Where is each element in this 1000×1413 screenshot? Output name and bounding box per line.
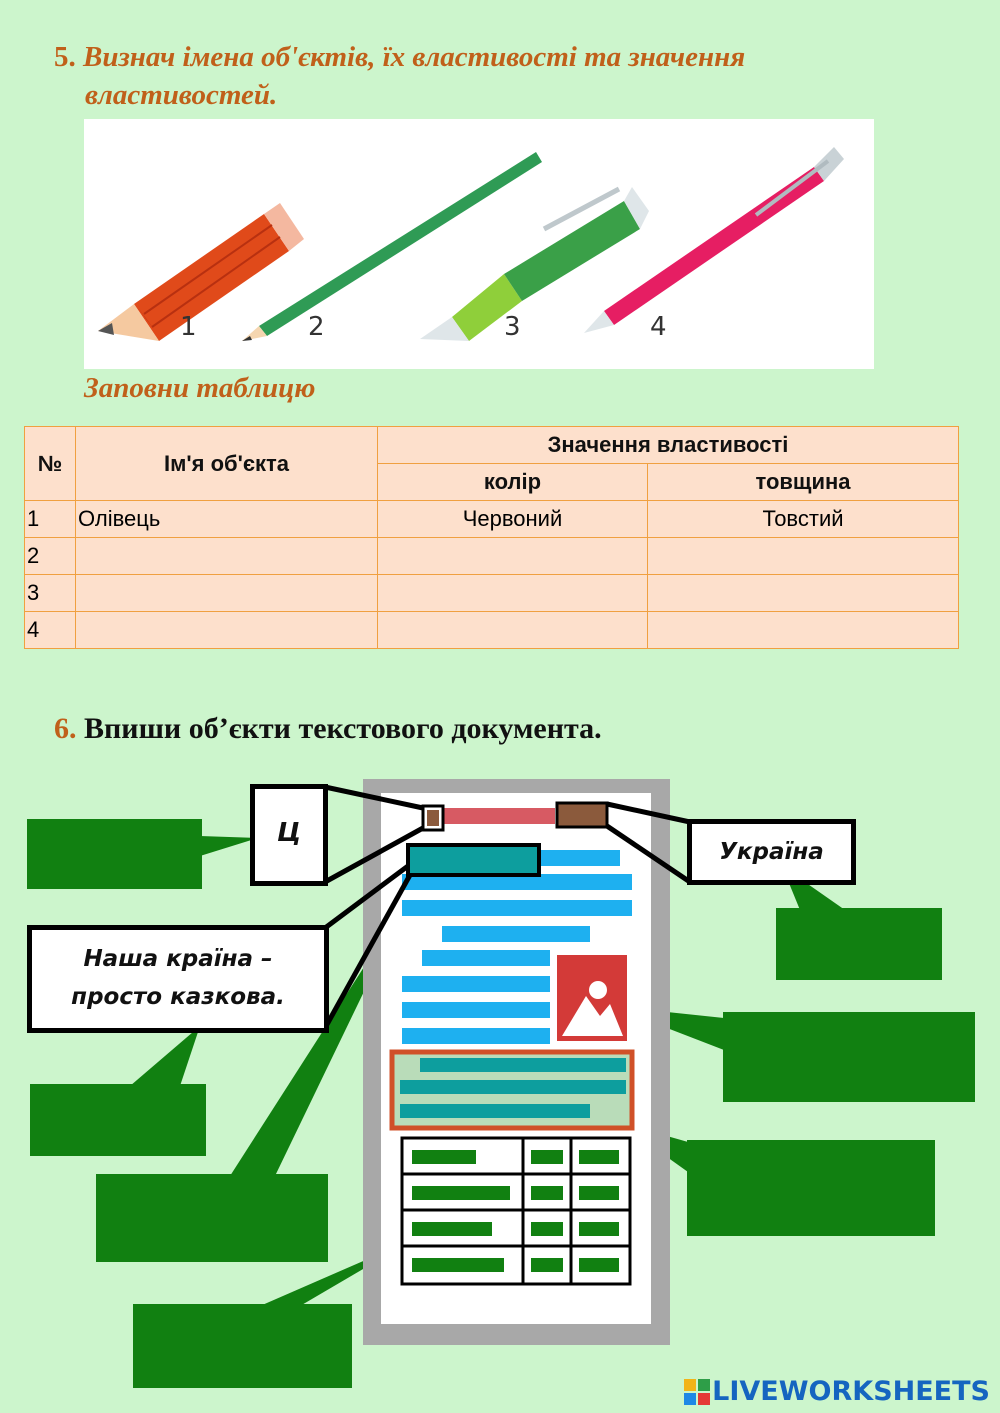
- document-table: [400, 1136, 632, 1286]
- row-color[interactable]: Червоний: [377, 500, 648, 538]
- row-num: 1: [24, 500, 76, 538]
- row-thickness[interactable]: Товстий: [647, 500, 959, 538]
- row-num: 3: [24, 574, 76, 612]
- col-thickness-header: товщина: [647, 463, 959, 501]
- answer-box-word[interactable]: [776, 908, 942, 980]
- answer-box-symbol[interactable]: [27, 819, 202, 889]
- col-num-header: №: [24, 426, 76, 501]
- callout-word: Україна: [687, 819, 856, 885]
- green-pen-icon: [420, 186, 649, 341]
- callout-sentence: Наша країна – просто казкова.: [27, 925, 329, 1033]
- row-num: 4: [24, 611, 76, 649]
- task5-heading: 5. Визнач імена об'єктів, їх властивості…: [54, 38, 914, 114]
- row-color[interactable]: [377, 611, 648, 649]
- pink-pen-icon: [584, 147, 844, 333]
- task5-number: 5.: [54, 41, 76, 73]
- callout-letter-text: Ц: [276, 818, 302, 848]
- callout-sentence-line2: просто казкова.: [71, 984, 285, 1010]
- picture-icon: [557, 955, 627, 1041]
- col-values-header: Значення властивості: [377, 426, 959, 464]
- brand-name: LIVEWORKSHEETS: [712, 1376, 990, 1407]
- answer-box-line[interactable]: [96, 1174, 328, 1262]
- item-number-4: 4: [650, 312, 667, 342]
- liveworksheets-logo-icon: [684, 1378, 711, 1405]
- row-name[interactable]: [75, 611, 378, 649]
- row-thickness[interactable]: [647, 611, 959, 649]
- green-pencil-icon: [242, 152, 542, 341]
- task6-number: 6.: [54, 712, 77, 745]
- table-row: 4: [24, 611, 959, 649]
- col-color-header: колір: [377, 463, 648, 501]
- table-row: 1 Олівець Червоний Товстий: [24, 500, 959, 538]
- fill-table-instruction: Заповни таблицю: [84, 372, 316, 404]
- properties-table: № Ім'я об'єкта Значення властивості колі…: [24, 426, 959, 649]
- task5-line2: властивостей.: [85, 79, 278, 111]
- task5-line1: Визнач імена об'єктів, їх властивості та…: [83, 41, 746, 73]
- answer-box-picture[interactable]: [723, 1012, 975, 1102]
- answer-box-table[interactable]: [133, 1304, 352, 1388]
- row-name[interactable]: [75, 537, 378, 575]
- writing-tools-picture: 1 2 3 4: [84, 119, 874, 369]
- task6-heading: 6. Впиши об’єкти текстового документа.: [54, 712, 602, 746]
- task6-text: Впиши об’єкти текстового документа.: [84, 712, 602, 745]
- col-name-header: Ім'я об'єкта: [75, 426, 378, 501]
- item-number-3: 3: [504, 312, 521, 342]
- callout-word-text: Україна: [719, 839, 824, 865]
- brand-logo: LIVEWORKSHEETS: [684, 1376, 990, 1407]
- callout-sentence-line1: Наша країна –: [83, 946, 273, 972]
- item-number-2: 2: [308, 312, 325, 342]
- red-pencil-icon: [98, 203, 304, 341]
- callout-letter: Ц: [250, 784, 328, 886]
- answer-box-sentence[interactable]: [30, 1084, 206, 1156]
- row-name[interactable]: Олівець: [75, 500, 378, 538]
- item-number-1: 1: [180, 312, 197, 342]
- answer-box-paragraph[interactable]: [687, 1140, 935, 1236]
